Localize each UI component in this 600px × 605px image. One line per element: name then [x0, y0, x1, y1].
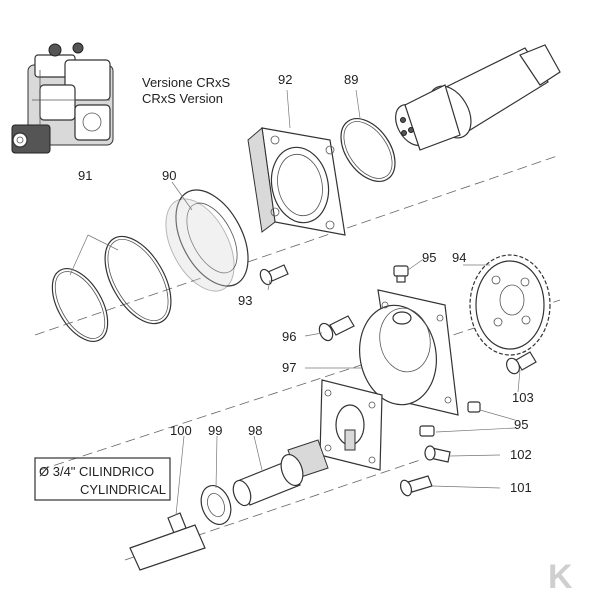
part-label-97: 97 [282, 360, 296, 375]
o-ring-small-inner [54, 271, 106, 339]
o-ring-89-inner [343, 121, 393, 179]
part-label-92: 92 [278, 72, 292, 87]
plug-95-top [393, 265, 409, 283]
part-label-98: 98 [248, 423, 262, 438]
lower-axis-line [39, 299, 561, 471]
title-english: CRxS Version [142, 91, 223, 106]
leader-lines [69, 89, 521, 516]
part-label-102: 102 [510, 447, 532, 462]
gearbox-housing-97 [319, 289, 459, 471]
screw-101 [399, 475, 433, 497]
o-ring-small [51, 268, 109, 342]
part-label-96: 96 [282, 329, 296, 344]
screw-96 [318, 315, 355, 342]
part-label-99: 99 [208, 423, 222, 438]
shaft-end [129, 524, 206, 571]
screw-102 [424, 445, 451, 463]
flange-plate-92 [247, 127, 346, 236]
rotor-shaft [395, 44, 561, 151]
pump-assembly-thumbnail [11, 42, 114, 154]
note-box [34, 457, 171, 501]
screw-103 [505, 351, 537, 375]
splined-shaft-98 [232, 439, 329, 507]
part-label-100: 100 [170, 423, 192, 438]
part-label-101: 101 [510, 480, 532, 495]
seal-ring-99 [200, 485, 232, 525]
part-label-103: 103 [512, 390, 534, 405]
o-ring-large-inner [107, 238, 169, 322]
o-ring-89 [340, 118, 396, 182]
part-label-95-top: 95 [422, 250, 436, 265]
part-label-95-bottom: 95 [514, 417, 528, 432]
part-label-91: 91 [78, 168, 92, 183]
upper-axis-line [34, 154, 561, 336]
screw-93 [259, 264, 289, 286]
note-line-1: Ø 3/4" CILINDRICO [39, 464, 154, 479]
part-label-90: 90 [162, 168, 176, 183]
part-label-89: 89 [344, 72, 358, 87]
seal-plate-90 [165, 189, 249, 292]
plug-95-bottom [419, 401, 481, 437]
title-italian: Versione CRxS [142, 75, 230, 90]
gear-94 [469, 254, 551, 356]
part-label-93: 93 [238, 293, 252, 308]
watermark-logo: K [548, 558, 573, 596]
part-label-94: 94 [452, 250, 466, 265]
note-line-2: CYLINDRICAL [80, 482, 166, 497]
o-ring-large [104, 235, 172, 325]
